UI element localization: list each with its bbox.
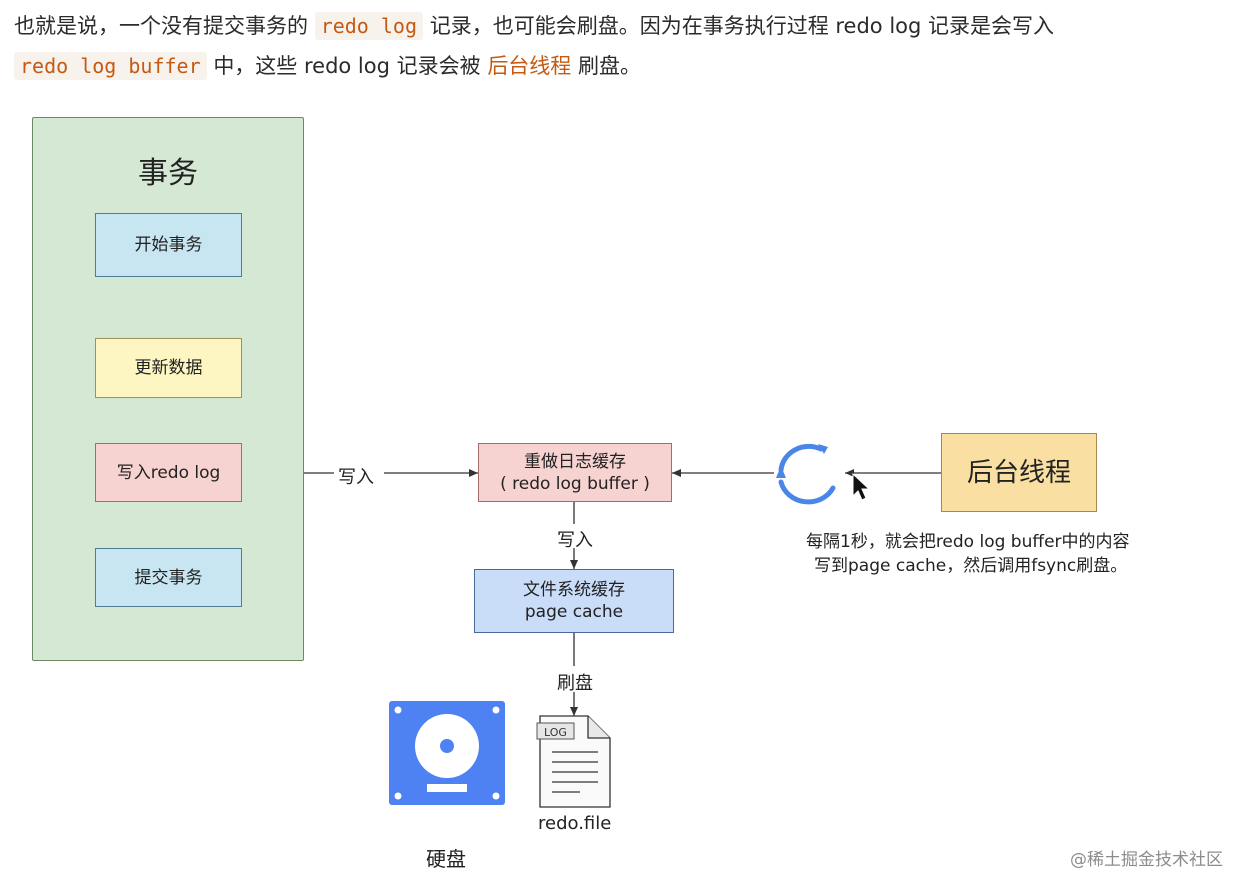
flush-note-line-1: 每隔1秒，就会把redo log buffer中的内容: [806, 532, 1130, 552]
log-tag-text: LOG: [544, 726, 567, 739]
watermark: @稀土掘金技术社区: [1070, 850, 1223, 870]
background-thread-node: 后台线程: [941, 433, 1097, 512]
file-label: redo.file: [538, 813, 612, 834]
step-update-data-label: 更新数据: [134, 358, 203, 378]
transaction-panel-title: 事务: [138, 156, 198, 191]
step-write-redo-log: 写入redo log: [95, 443, 242, 502]
highlight-background-thread: 后台线程: [487, 54, 572, 78]
edge-label-write-2: 写入: [557, 530, 593, 551]
paragraph-text-3: 中，这些 redo log 记录会被: [213, 54, 481, 78]
paragraph-text-1: 也就是说，一个没有提交事务的: [14, 14, 308, 38]
inline-code-redo-log: redo log: [314, 12, 424, 40]
page-cache-node: 文件系统缓存 page cache: [474, 569, 674, 633]
paragraph-text-2: 记录，也可能会刷盘。因为在事务执行过程 redo log 记录是会写入: [429, 14, 1055, 38]
background-thread-label: 后台线程: [966, 457, 1071, 488]
intro-paragraph: 也就是说，一个没有提交事务的 redo log 记录，也可能会刷盘。因为在事务执…: [14, 6, 1229, 86]
step-commit-transaction-label: 提交事务: [134, 567, 203, 588]
disk-label: 硬盘: [426, 847, 466, 871]
step-start-transaction-label: 开始事务: [134, 235, 203, 255]
page-cache-title: 文件系统缓存: [523, 580, 625, 600]
flush-note: 每隔1秒，就会把redo log buffer中的内容 写到page cache…: [806, 530, 1130, 578]
mouse-cursor-icon: [852, 472, 871, 501]
inline-code-redo-log-buffer: redo log buffer: [14, 52, 207, 80]
hard-disk-icon: [389, 701, 505, 805]
edge-label-write-1: 写入: [338, 467, 374, 488]
step-update-data: 更新数据: [95, 338, 242, 398]
refresh-icon: [776, 443, 836, 505]
step-start-transaction: 开始事务: [95, 213, 242, 277]
step-commit-transaction: 提交事务: [95, 548, 242, 607]
redo-log-buffer-title: 重做日志缓存: [524, 451, 626, 472]
edge-label-flush: 刷盘: [557, 673, 593, 694]
page-cache-subtitle: page cache: [524, 602, 624, 622]
flush-note-line-2: 写到page cache，然后调用fsync刷盘。: [814, 556, 1128, 576]
redo-log-buffer-node: 重做日志缓存 ( redo log buffer ): [478, 443, 672, 502]
paragraph-text-4: 刷盘。: [578, 54, 641, 78]
step-write-redo-log-label: 写入redo log: [116, 462, 221, 483]
log-file-icon: LOG: [536, 715, 611, 808]
redo-log-buffer-subtitle: ( redo log buffer ): [500, 473, 650, 494]
